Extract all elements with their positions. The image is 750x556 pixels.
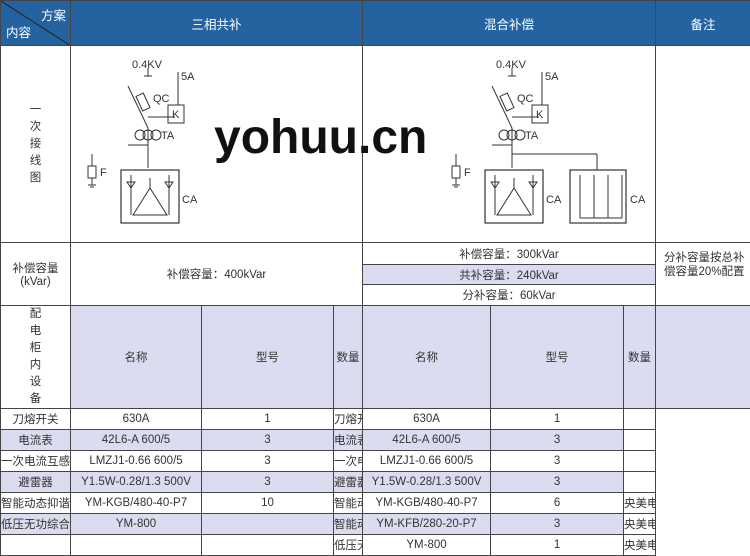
qty-cell: 3	[491, 514, 624, 535]
model-cell: Y1.5W-0.28/1.3 500V	[71, 472, 202, 493]
qty-cell: 3	[491, 472, 624, 493]
note-cell	[624, 409, 656, 430]
capacity-right-total: 补偿容量：300kVar	[363, 243, 656, 265]
name-cell: 电流表	[1, 430, 71, 451]
capacity-right-split: 分补容量：60kVar	[363, 285, 656, 306]
name-cell: 智能动态抑谐式电容器	[334, 493, 363, 514]
qty-cell: 6	[491, 493, 624, 514]
name-cell: 一次电流互感器	[1, 451, 71, 472]
col-qty: 数量	[624, 306, 656, 409]
name-cell: 避雷器	[334, 472, 363, 493]
capacity-label: 补偿容量(kVar)	[1, 243, 71, 306]
model-cell	[71, 535, 202, 556]
name-cell	[1, 535, 71, 556]
qty-cell: 3	[202, 430, 334, 451]
capacity-left: 补偿容量：400kVar	[71, 243, 363, 306]
header-mixed: 混合补偿	[363, 1, 656, 46]
model-cell: YM-KFB/280-20-P7	[363, 514, 491, 535]
corner-top: 方案	[41, 5, 66, 24]
model-cell: 42L6-A 600/5	[363, 430, 491, 451]
qty-cell: 3	[202, 451, 334, 472]
model-cell: 630A	[363, 409, 491, 430]
col-name: 名称	[363, 306, 491, 409]
model-cell: YM-800	[71, 514, 202, 535]
note-cell	[624, 430, 656, 451]
capacity-right-common: 共补容量：240kVar	[363, 265, 656, 285]
name-cell: 低压无功综合测控仪	[334, 535, 363, 556]
qty-cell: 1	[202, 409, 334, 430]
name-cell: 一次电流互感器	[334, 451, 363, 472]
model-cell: YM-800	[363, 535, 491, 556]
diagram-label: 一次接线图	[1, 46, 71, 243]
model-cell: LMZJ1-0.66 600/5	[363, 451, 491, 472]
table-row: 一次电流互感器LMZJ1-0.66 600/53一次电流互感器LMZJ1-0.6…	[1, 451, 750, 472]
note-cell: 央美电气	[624, 535, 656, 556]
table-row: 刀熔开关630A1刀熔开关630A1	[1, 409, 750, 430]
name-cell: 刀熔开关	[1, 409, 71, 430]
model-cell: 630A	[71, 409, 202, 430]
col-model: 型号	[202, 306, 334, 409]
header-three-phase: 三相共补	[71, 1, 363, 46]
qty-cell: 1	[491, 409, 624, 430]
header-note: 备注	[656, 1, 750, 46]
model-cell: Y1.5W-0.28/1.3 500V	[363, 472, 491, 493]
table-row: 智能动态抑谐式电容器YM-KGB/480-40-P710智能动态抑谐式电容器YM…	[1, 493, 750, 514]
model-cell: YM-KGB/480-40-P7	[71, 493, 202, 514]
qty-cell: 10	[202, 493, 334, 514]
corner-header: 方案 内容	[1, 1, 71, 46]
qty-cell: 3	[491, 451, 624, 472]
note-cell: 央美电气	[624, 493, 656, 514]
table-row: 低压无功综合测控仪YM-800 智能动态抑谐式电容器YM-KFB/280-20-P…	[1, 514, 750, 535]
table-row: 低压无功综合测控仪YM-8001央美电气	[1, 535, 750, 556]
name-cell: 智能动态抑谐式电容器	[334, 514, 363, 535]
name-cell: 电流表	[334, 430, 363, 451]
model-cell: YM-KGB/480-40-P7	[363, 493, 491, 514]
name-cell: 刀熔开关	[334, 409, 363, 430]
qty-cell: 3	[491, 430, 624, 451]
qty-cell: 3	[202, 472, 334, 493]
col-name: 名称	[71, 306, 202, 409]
name-cell: 避雷器	[1, 472, 71, 493]
note-cell: 央美电气	[624, 514, 656, 535]
name-cell: 智能动态抑谐式电容器	[1, 493, 71, 514]
qty-cell	[202, 514, 334, 535]
equipment-label: 配电柜内设备	[1, 306, 71, 409]
col-qty: 数量	[334, 306, 363, 409]
note-cell	[624, 472, 656, 493]
corner-bottom: 内容	[6, 22, 31, 41]
qty-cell: 1	[491, 535, 624, 556]
name-cell: 低压无功综合测控仪	[1, 514, 71, 535]
capacity-note: 分补容量按总补偿容量20%配置	[656, 243, 750, 306]
model-cell: 42L6-A 600/5	[71, 430, 202, 451]
col-model: 型号	[491, 306, 624, 409]
qty-cell	[202, 535, 334, 556]
note-cell	[624, 451, 656, 472]
model-cell: LMZJ1-0.66 600/5	[71, 451, 202, 472]
watermark: yohuu.cn	[214, 112, 427, 164]
